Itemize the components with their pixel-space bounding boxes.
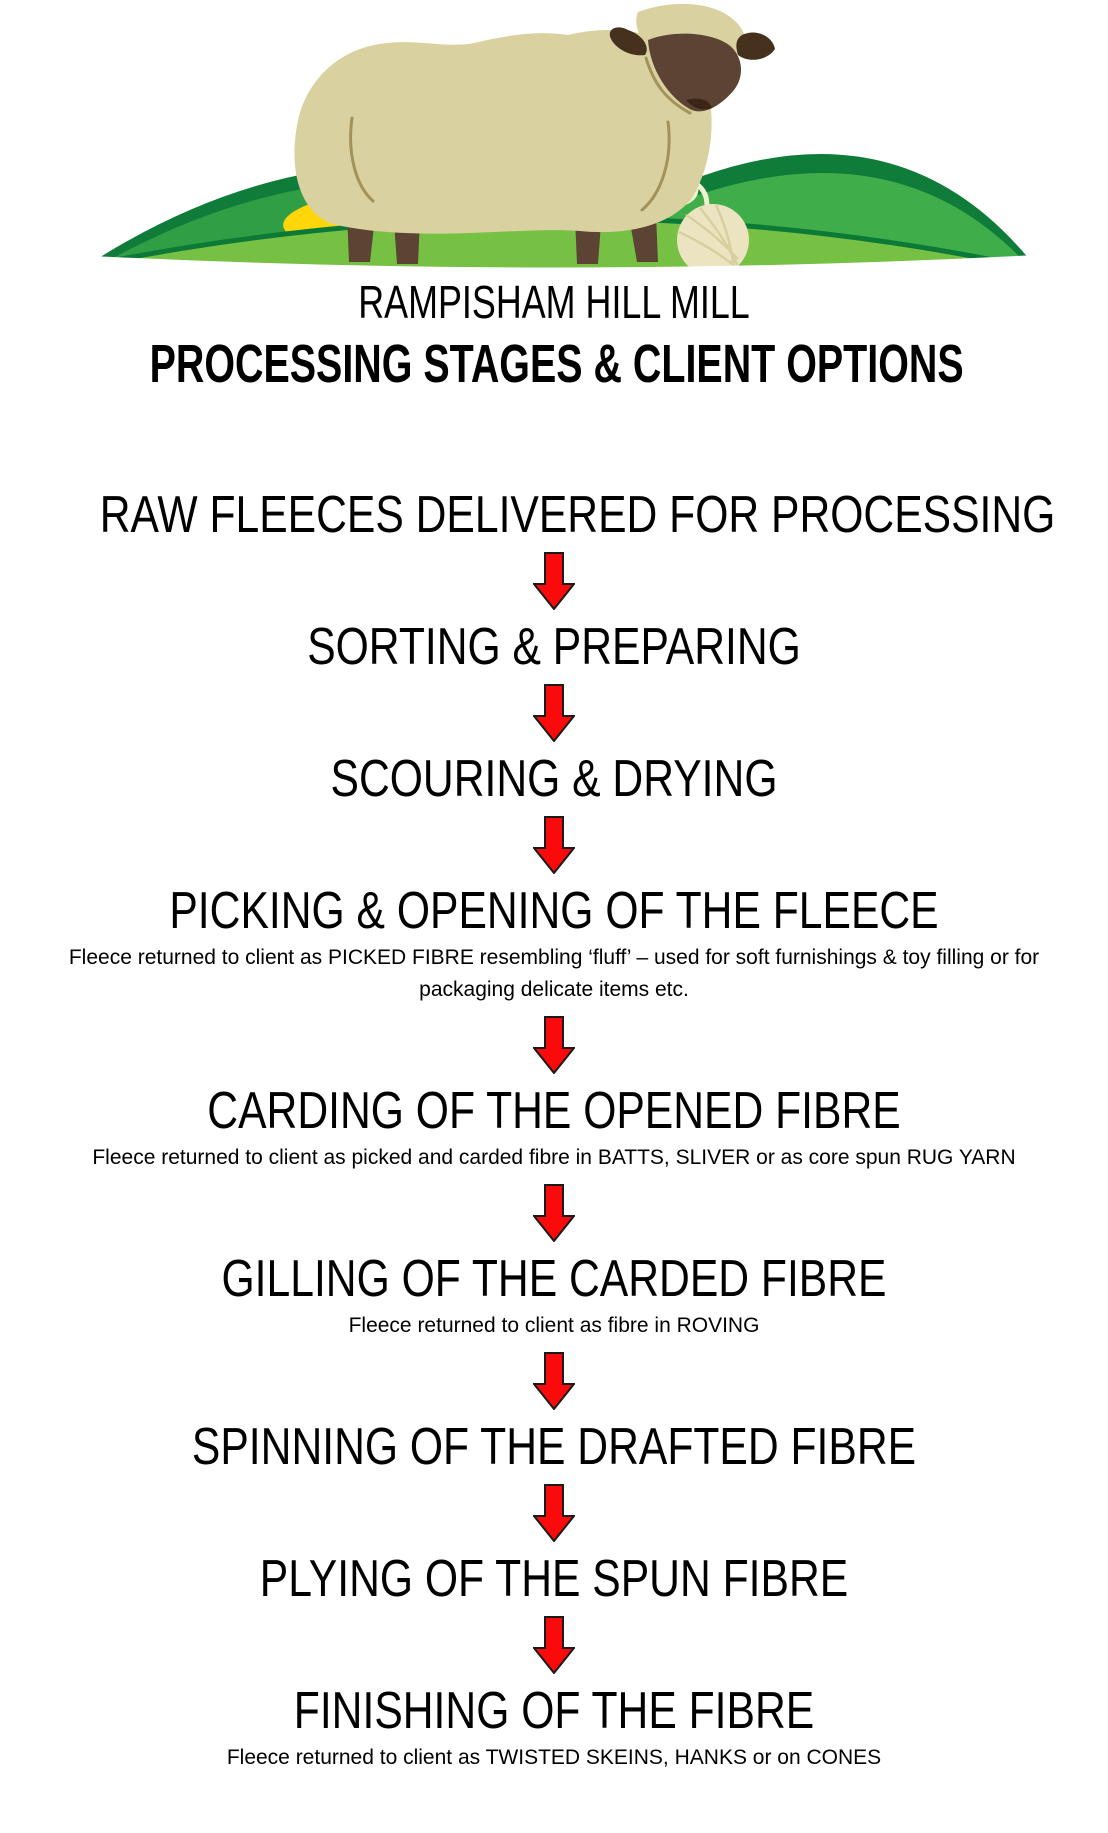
stage-sorting-preparing: SORTING & PREPARING xyxy=(0,620,1108,674)
stage-label: PICKING & OPENING OF THE FLEECE xyxy=(169,882,939,940)
stage-carding: CARDING OF THE OPENED FIBRE Fleece retur… xyxy=(0,1084,1108,1174)
stage-label: PLYING OF THE SPUN FIBRE xyxy=(259,1550,849,1608)
stage-plying: PLYING OF THE SPUN FIBRE xyxy=(0,1552,1108,1606)
process-flowchart: RAW FLEECES DELIVERED FOR PROCESSING SOR… xyxy=(0,488,1108,1774)
flow-arrow xyxy=(0,1352,1108,1410)
stage-gilling: GILLING OF THE CARDED FIBRE Fleece retur… xyxy=(0,1252,1108,1342)
down-arrow-icon xyxy=(533,1016,575,1074)
stage-note: Fleece returned to client as fibre in RO… xyxy=(348,1314,760,1337)
stage-raw-fleeces: RAW FLEECES DELIVERED FOR PROCESSING xyxy=(0,488,1108,542)
stage-picking-opening: PICKING & OPENING OF THE FLEECE Fleece r… xyxy=(0,884,1108,1006)
mill-logo xyxy=(0,0,1108,276)
stage-label: SPINNING OF THE DRAFTED FIBRE xyxy=(191,1418,917,1476)
page-title: PROCESSING STAGES & CLIENT OPTIONS xyxy=(149,334,964,394)
flow-arrow xyxy=(0,684,1108,742)
down-arrow-icon xyxy=(533,1352,575,1410)
sheep-hills-logo-icon xyxy=(0,3,1108,276)
stage-finishing: FINISHING OF THE FIBRE Fleece returned t… xyxy=(0,1684,1108,1774)
down-arrow-icon xyxy=(533,1616,575,1674)
down-arrow-icon xyxy=(533,684,575,742)
stage-label: FINISHING OF THE FIBRE xyxy=(293,1682,815,1740)
stage-spinning: SPINNING OF THE DRAFTED FIBRE xyxy=(0,1420,1108,1474)
stage-label: SORTING & PREPARING xyxy=(307,618,801,676)
down-arrow-icon xyxy=(533,1184,575,1242)
down-arrow-icon xyxy=(533,816,575,874)
yarn-ball-icon xyxy=(677,204,749,276)
mill-title: RAMPISHAM HILL MILL xyxy=(358,276,750,328)
down-arrow-icon xyxy=(533,552,575,610)
flow-arrow xyxy=(0,552,1108,610)
down-arrow-icon xyxy=(533,1484,575,1542)
flow-arrow xyxy=(0,1184,1108,1242)
stage-note: Fleece returned to client as PICKED FIBR… xyxy=(68,946,1040,1001)
flow-arrow xyxy=(0,1016,1108,1074)
flow-arrow xyxy=(0,816,1108,874)
stage-note: Fleece returned to client as TWISTED SKE… xyxy=(226,1746,882,1769)
sheep-icon xyxy=(294,3,775,264)
stage-label: RAW FLEECES DELIVERED FOR PROCESSING xyxy=(99,486,1056,544)
stage-label: GILLING OF THE CARDED FIBRE xyxy=(221,1250,887,1308)
stage-label: SCOURING & DRYING xyxy=(330,750,778,808)
stage-note: Fleece returned to client as picked and … xyxy=(92,1146,1016,1169)
flow-arrow xyxy=(0,1616,1108,1674)
stage-label: CARDING OF THE OPENED FIBRE xyxy=(207,1082,901,1140)
stage-scouring-drying: SCOURING & DRYING xyxy=(0,752,1108,806)
flow-arrow xyxy=(0,1484,1108,1542)
base-curve-mask xyxy=(0,251,1108,270)
